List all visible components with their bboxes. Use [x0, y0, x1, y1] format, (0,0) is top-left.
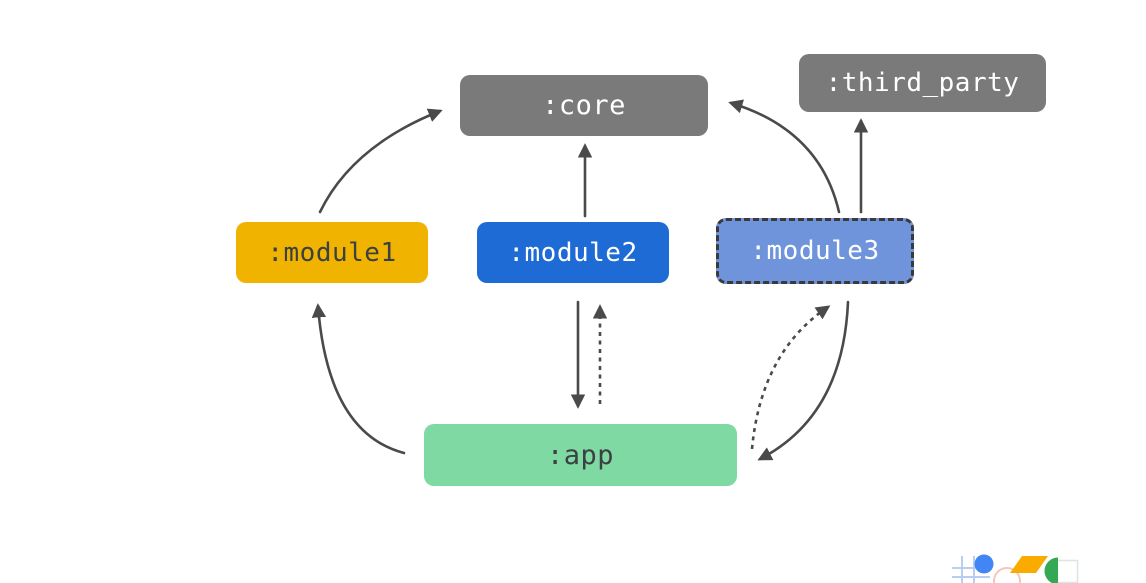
logo-hash-icon	[952, 556, 990, 583]
node-core-label: :core	[542, 90, 626, 121]
logo-green-halfcircle-icon	[1044, 557, 1058, 583]
logo-pink-circle-icon	[993, 567, 1021, 583]
node-module1: :module1	[236, 222, 428, 283]
edge-module1-to-core	[318, 108, 443, 214]
edge-app-to-module1	[311, 303, 406, 455]
logo-outline-square-icon	[1055, 559, 1079, 583]
edge-app-to-module3-dashed	[750, 305, 831, 450]
node-third-party: :third_party	[799, 54, 1046, 112]
logo-blue-dot-icon	[974, 554, 994, 574]
node-third-party-label: :third_party	[825, 68, 1020, 98]
node-app: :app	[424, 424, 737, 486]
node-module1-label: :module1	[267, 237, 397, 268]
edge-module3-to-core	[728, 99, 841, 214]
node-core: :core	[460, 75, 708, 136]
node-module2: :module2	[477, 222, 669, 283]
google-io-logo	[952, 554, 1079, 583]
node-module3: :module3	[716, 218, 914, 284]
node-module3-label: :module3	[750, 236, 880, 266]
edge-module3-to-app	[757, 300, 850, 461]
logo-yellow-parallelogram-icon	[1010, 556, 1048, 573]
node-module2-label: :module2	[508, 237, 638, 268]
node-app-label: :app	[546, 439, 615, 471]
